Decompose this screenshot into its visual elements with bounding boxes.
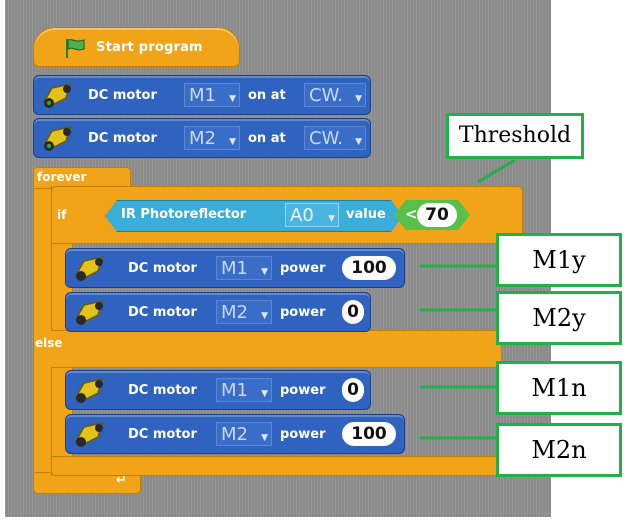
block-name: DC motor [88, 88, 157, 103]
dc-motor-m2-power-block[interactable]: DC motor M2▼ power 0 [65, 292, 371, 332]
dropdown-arrow-icon: ▼ [229, 94, 236, 104]
loop-arrow-icon: ↵ [116, 473, 127, 488]
block-name: DC motor [128, 261, 197, 276]
dropdown-arrow-icon: ▼ [355, 137, 362, 147]
script-canvas[interactable]: Start program DC motor M1▼ on at CW.▼ DC… [5, 0, 551, 517]
m2y-annotation: M2y [496, 291, 622, 345]
motor-icon [75, 255, 104, 281]
dc-motor-m1-on-block[interactable]: DC motor M1▼ on at CW.▼ [33, 75, 371, 115]
forever-label: forever [37, 170, 87, 184]
motor-icon [75, 377, 104, 403]
power-label: power [280, 427, 326, 442]
block-name: DC motor [128, 427, 197, 442]
motor-select[interactable]: M2▼ [216, 300, 272, 324]
green-flag-icon [66, 39, 85, 58]
sensor-label: IR Photoreflector [121, 207, 247, 222]
dropdown-arrow-icon: ▼ [261, 311, 268, 321]
motor-select[interactable]: M2▼ [216, 422, 272, 446]
power-label: power [280, 383, 326, 398]
dc-motor-m2-power-block[interactable]: DC motor M2▼ power 100 [65, 414, 405, 454]
dropdown-arrow-icon: ▼ [261, 389, 268, 399]
direction-select[interactable]: CW.▼ [304, 126, 366, 150]
threshold-pointer [477, 158, 516, 184]
dropdown-arrow-icon: ▼ [261, 267, 268, 277]
start-program-block[interactable]: Start program [33, 27, 240, 67]
power-value-input[interactable]: 0 [342, 300, 364, 324]
dropdown-arrow-icon: ▼ [328, 214, 335, 224]
motor-icon [75, 299, 104, 325]
power-value-input[interactable]: 100 [342, 256, 396, 280]
motor-select[interactable]: M1▼ [184, 83, 240, 107]
else-section[interactable] [51, 330, 501, 368]
m1y-annotation: M1y [496, 233, 622, 287]
motor-icon [43, 125, 72, 151]
if-label: if [57, 208, 67, 222]
power-label: power [280, 261, 326, 276]
value-label: value [346, 207, 386, 222]
else-label: else [35, 336, 63, 350]
threshold-annotation: Threshold [446, 113, 584, 159]
dropdown-arrow-icon: ▼ [229, 137, 236, 147]
power-value-input[interactable]: 0 [342, 378, 364, 402]
start-program-label: Start program [96, 40, 203, 55]
on-at-label: on at [248, 131, 286, 146]
motor-icon [75, 421, 104, 447]
block-name: DC motor [88, 131, 157, 146]
motor-select[interactable]: M2▼ [184, 126, 240, 150]
motor-select[interactable]: M1▼ [216, 378, 272, 402]
ir-photoreflector-reporter[interactable] [105, 200, 403, 232]
dc-motor-m1-power-block[interactable]: DC motor M1▼ power 100 [65, 248, 405, 288]
power-label: power [280, 305, 326, 320]
m1n-annotation: M1n [496, 361, 622, 415]
block-name: DC motor [128, 383, 197, 398]
dropdown-arrow-icon: ▼ [261, 433, 268, 443]
operator-symbol: < [405, 205, 418, 223]
on-at-label: on at [248, 88, 286, 103]
motor-icon [43, 82, 72, 108]
m2n-annotation: M2n [496, 423, 622, 477]
direction-select[interactable]: CW.▼ [304, 83, 366, 107]
block-name: DC motor [128, 305, 197, 320]
dc-motor-m1-power-block[interactable]: DC motor M1▼ power 0 [65, 370, 371, 410]
port-select[interactable]: A0▼ [285, 203, 339, 227]
motor-select[interactable]: M1▼ [216, 256, 272, 280]
threshold-value-input[interactable]: 70 [417, 203, 457, 227]
dropdown-arrow-icon: ▼ [355, 94, 362, 104]
power-value-input[interactable]: 100 [342, 422, 396, 446]
dc-motor-m2-on-block[interactable]: DC motor M2▼ on at CW.▼ [33, 118, 371, 158]
